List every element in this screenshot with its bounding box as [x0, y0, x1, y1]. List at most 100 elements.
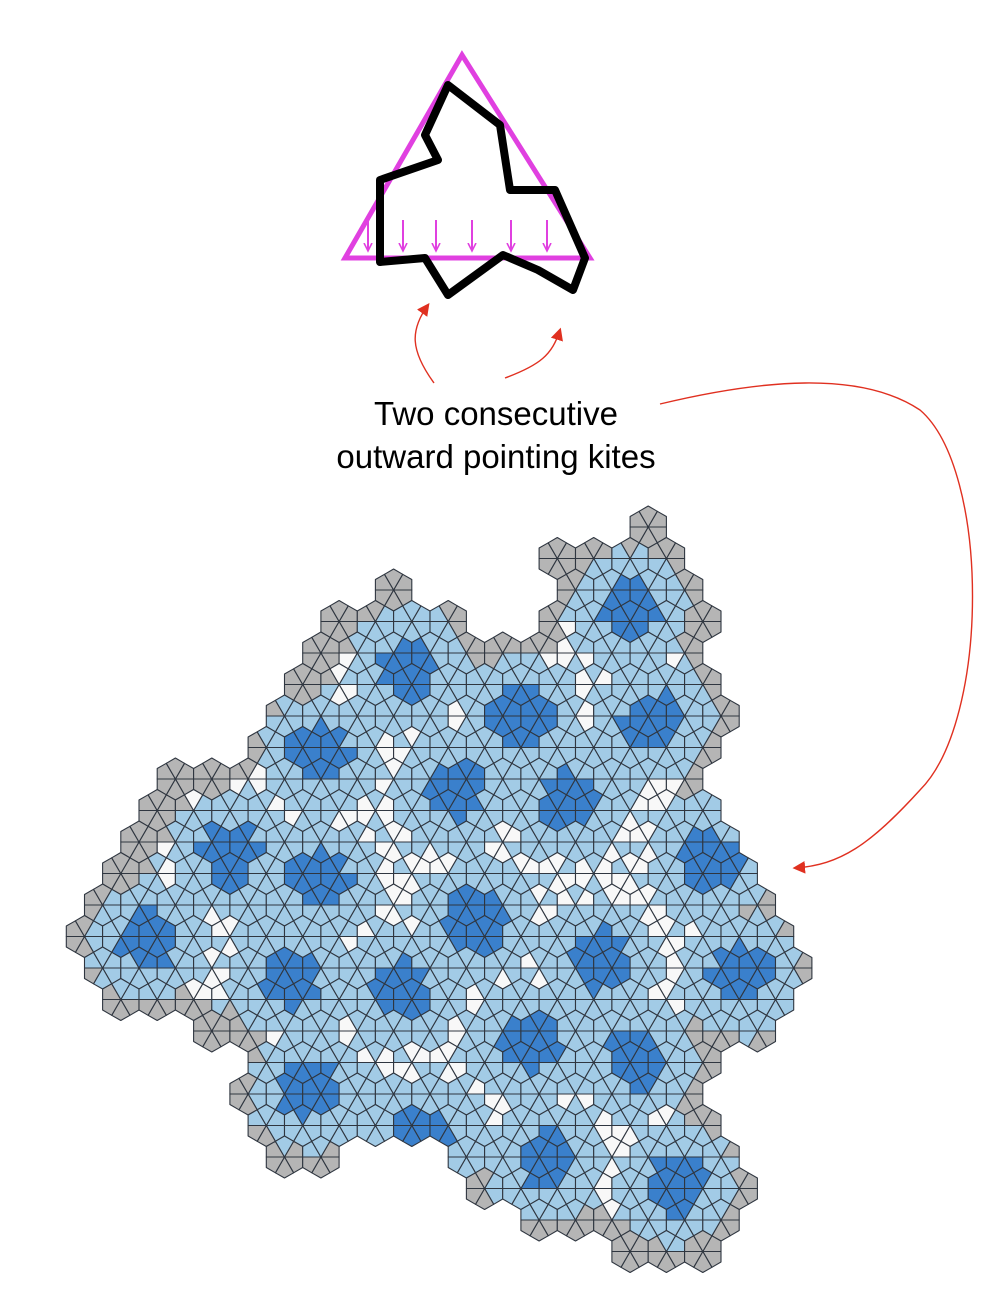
kite-tile	[147, 788, 167, 812]
kite-tile	[474, 1103, 495, 1127]
kite-tile	[365, 788, 386, 812]
kite-tile	[202, 820, 222, 843]
kite-tile	[784, 946, 804, 969]
kite-tile	[165, 757, 186, 780]
kite-tile	[511, 1103, 531, 1127]
kite-tile	[620, 977, 640, 1001]
kite-tile	[420, 883, 440, 906]
kite-tile	[129, 946, 149, 969]
kite-tile	[493, 820, 513, 843]
red-curved-arrow-icon	[414, 302, 435, 384]
red-curved-arrow-icon	[659, 382, 974, 874]
kite-tile	[274, 1072, 295, 1095]
down-arrows	[368, 220, 547, 250]
kite-tile	[529, 1135, 549, 1158]
kite-tile	[674, 1072, 695, 1095]
kite-tile	[474, 662, 495, 686]
kite-tile	[638, 1198, 658, 1221]
kite-tile	[656, 599, 677, 623]
kite-tile	[456, 631, 477, 654]
kite-tile	[274, 694, 295, 717]
kite-tile	[293, 1103, 313, 1127]
kite-tile	[656, 1229, 677, 1253]
kite-tile	[656, 977, 677, 1001]
kite-tile	[311, 631, 331, 654]
kite-tile	[347, 883, 367, 906]
kite-tile	[511, 788, 531, 812]
kite-tile	[438, 977, 458, 1001]
kite-tile	[274, 820, 295, 843]
kite-tile	[456, 1135, 477, 1158]
kite-tile	[329, 1103, 349, 1127]
kite-tile	[183, 977, 204, 1001]
kite-tile	[529, 1198, 549, 1221]
kite-tile	[747, 946, 768, 969]
kite-tile	[383, 883, 404, 906]
kite-tile	[220, 788, 240, 812]
kite-tile	[674, 1198, 695, 1221]
annotation-arrows	[414, 302, 974, 874]
kite-tile	[656, 1040, 677, 1064]
kite-tile	[365, 1040, 386, 1064]
kite-tile	[747, 883, 768, 906]
kite-tile	[620, 599, 640, 623]
kite-tile	[511, 662, 531, 686]
kite-tile	[438, 599, 458, 623]
kite-tile	[347, 694, 367, 717]
kite-tile	[311, 883, 331, 906]
kite-tile	[474, 1040, 495, 1064]
kite-tile	[584, 599, 604, 623]
kite-tile	[365, 599, 386, 623]
kite-tile	[602, 883, 622, 906]
kite-tile	[365, 662, 386, 686]
kite-tile	[729, 914, 749, 938]
kite-tile	[329, 851, 349, 875]
kite-tile	[311, 1072, 331, 1095]
kite-tile	[674, 757, 695, 780]
kite-tile	[620, 914, 640, 938]
kite-tile	[347, 757, 367, 780]
kite-tile	[602, 1009, 622, 1032]
kite-tile	[620, 1229, 640, 1253]
kite-tile	[674, 568, 695, 591]
kite-tile	[183, 851, 204, 875]
kite-tile	[638, 694, 658, 717]
kite-tile	[474, 977, 495, 1001]
kite-tile	[92, 883, 113, 906]
kite-tile	[274, 1009, 295, 1032]
kite-tile	[565, 757, 586, 780]
kite-tile	[511, 914, 531, 938]
kite-tile	[329, 725, 349, 749]
kite-tile	[602, 1198, 622, 1221]
kite-tile	[438, 788, 458, 812]
kite-tile	[420, 1009, 440, 1032]
kite-tile	[129, 883, 149, 906]
kite-tile	[602, 1135, 622, 1158]
kite-tile	[693, 662, 713, 686]
kite-tile	[456, 757, 477, 780]
kite-tile	[402, 1040, 422, 1064]
kite-tile	[511, 977, 531, 1001]
kite-tile	[311, 694, 331, 717]
kite-tile	[420, 1072, 440, 1095]
kite-tile	[711, 946, 731, 969]
kite-tile	[256, 725, 276, 749]
kite-tile	[329, 788, 349, 812]
supertile-triangle	[340, 50, 595, 261]
kite-tile	[693, 599, 713, 623]
kite-tile	[402, 662, 422, 686]
kite-tile	[620, 1166, 640, 1190]
kite-tile	[565, 1009, 586, 1032]
kite-tile	[602, 568, 622, 591]
kite-tile	[584, 1040, 604, 1064]
kite-tile	[693, 914, 713, 938]
kite-tile	[584, 536, 604, 560]
kite-tile	[638, 946, 658, 969]
kite-tile	[256, 1040, 276, 1064]
kite-tile	[565, 631, 586, 654]
kite-tile	[547, 1103, 567, 1127]
kite-tile	[547, 851, 567, 875]
kite-tile	[329, 599, 349, 623]
kite-tile	[383, 1009, 404, 1032]
kite-tile	[729, 1166, 749, 1190]
